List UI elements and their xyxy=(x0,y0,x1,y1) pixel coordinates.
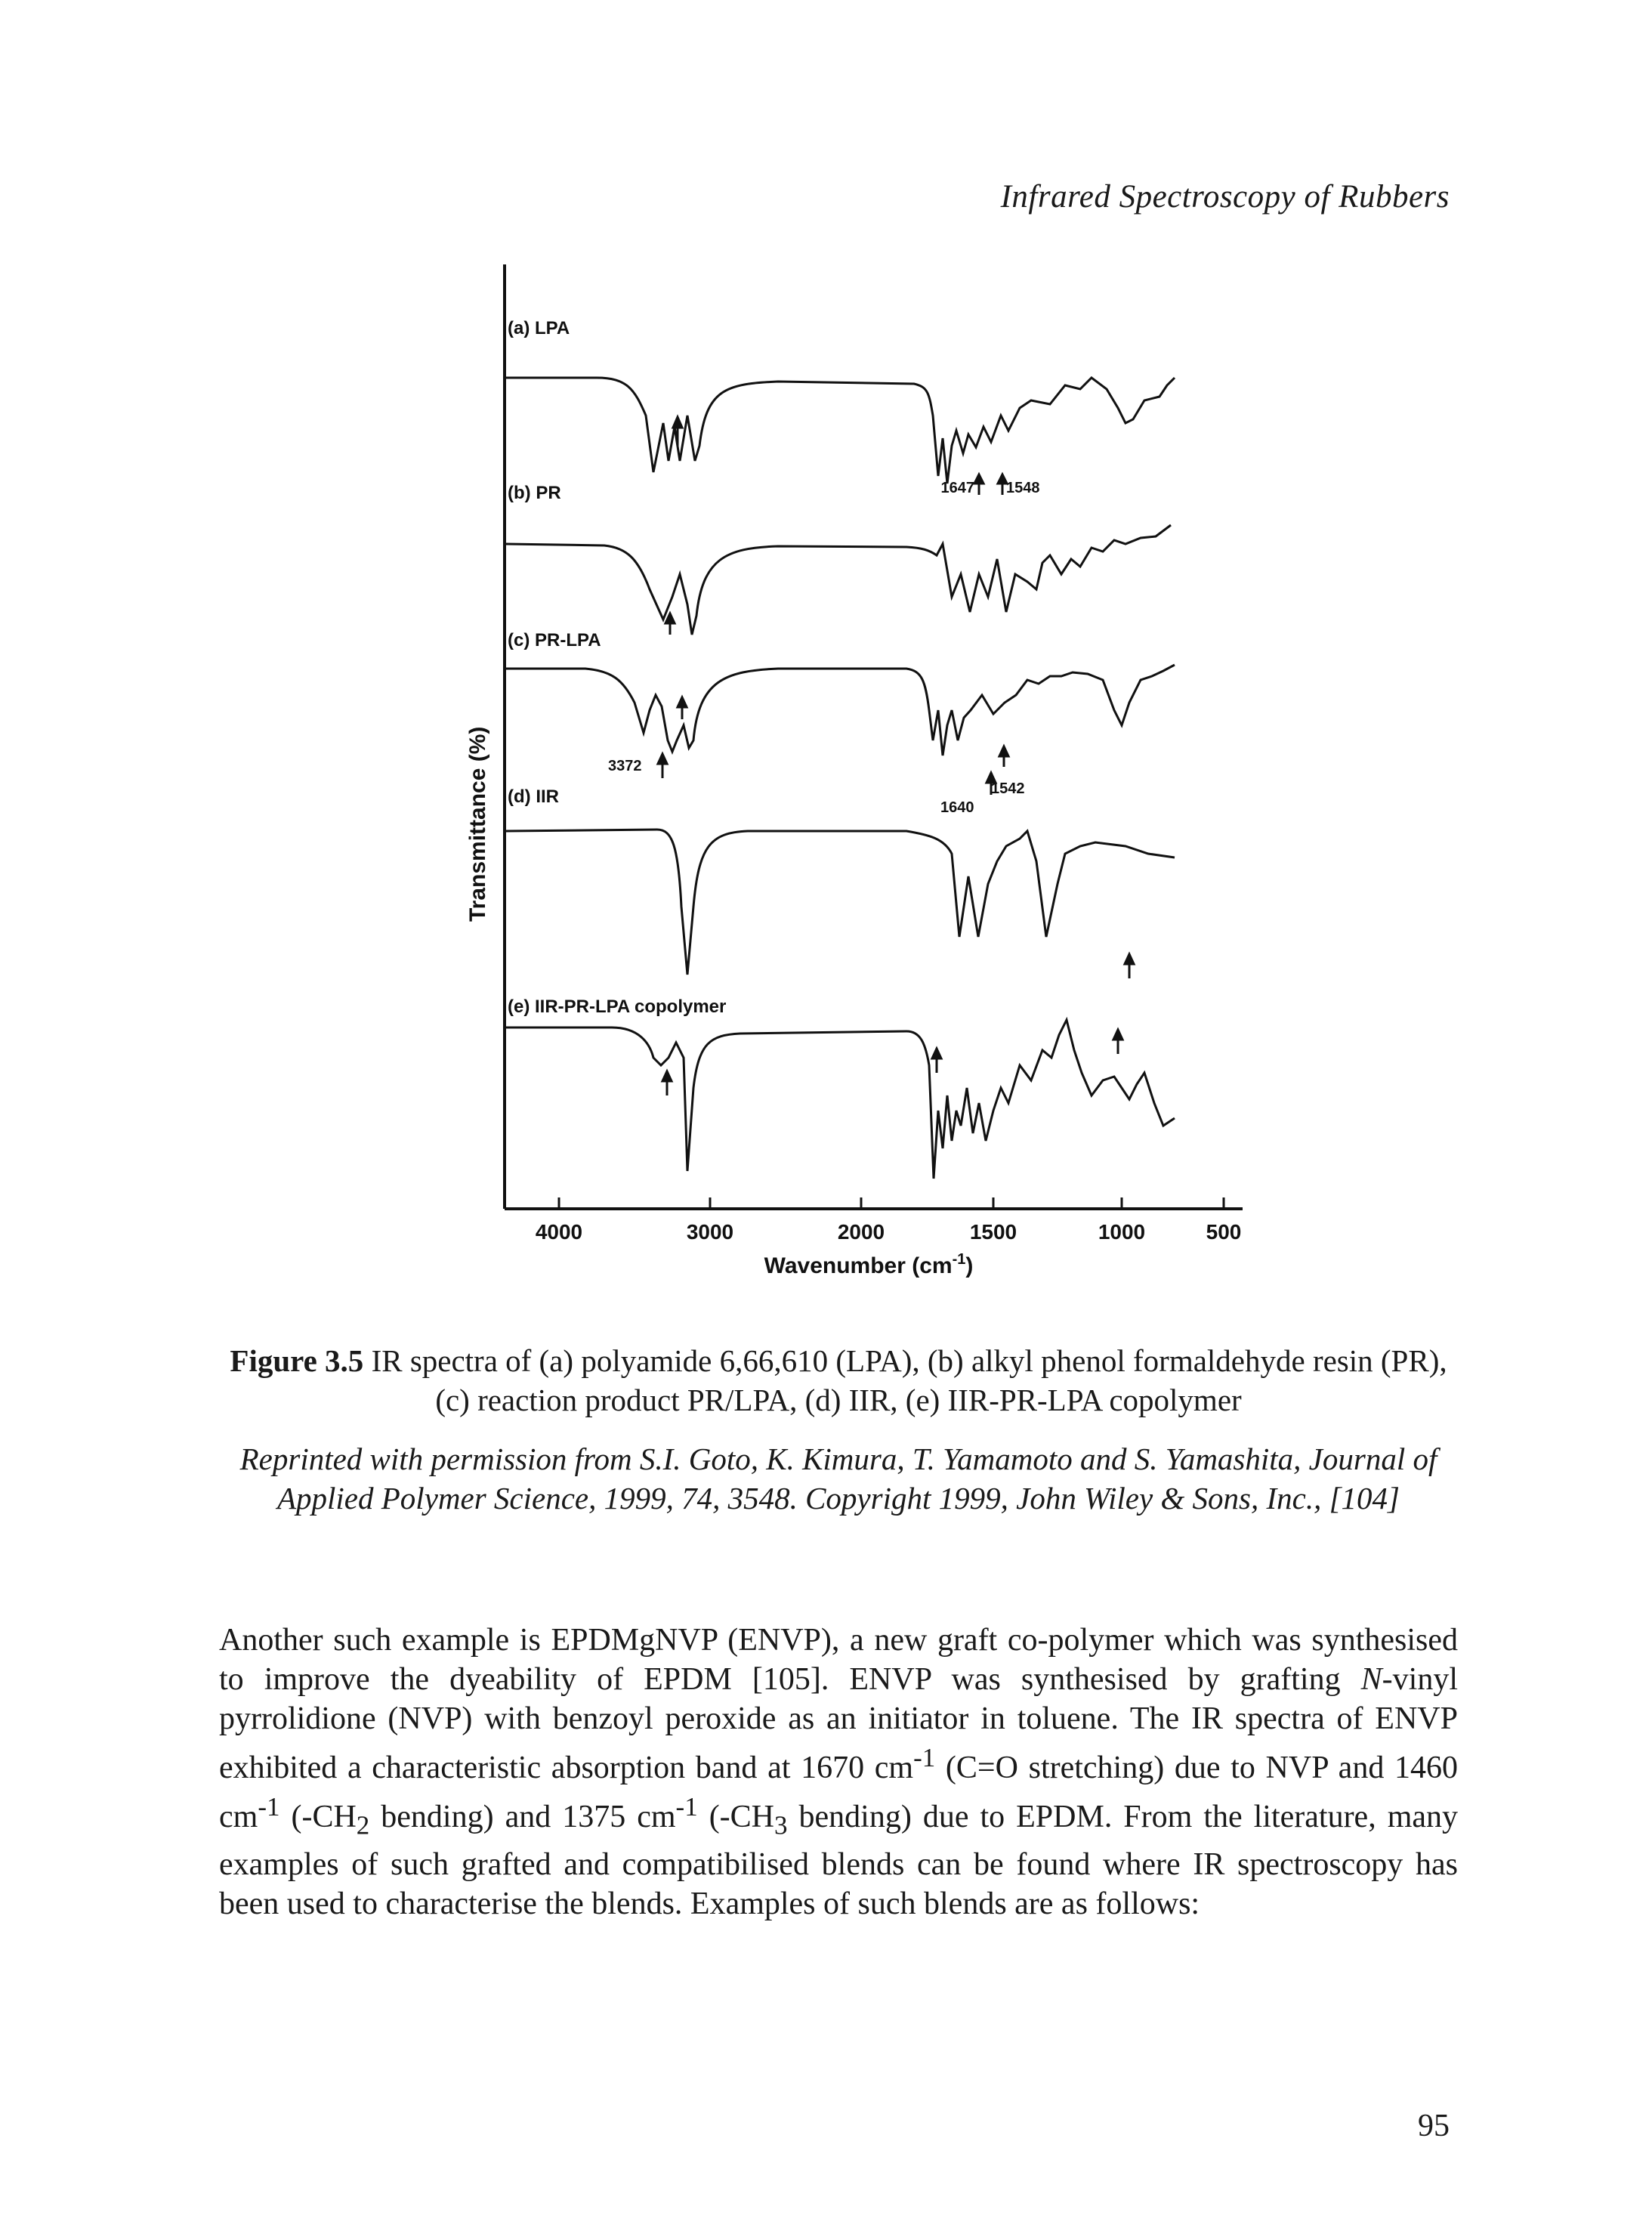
spectrum-e-line xyxy=(506,1016,1175,1179)
spectrum-d-line xyxy=(505,828,1175,975)
ir-spectra-svg: Transmittance (%) 4000 3000 2000 1500 10… xyxy=(465,264,1243,1278)
spectrum-b-line xyxy=(505,524,1172,635)
body-paragraph: Another such example is EPDMgNVP (ENVP),… xyxy=(219,1623,1459,1922)
x-ticks xyxy=(557,1197,1225,1209)
annotation-1647: 1647 xyxy=(941,480,975,496)
figure-caption: Figure 3.5 IR spectra of (a) polyamide 6… xyxy=(219,1341,1458,1420)
spectrum-label-d: (d) IIR xyxy=(508,786,559,807)
y-axis-label: Transmittance (%) xyxy=(465,727,490,922)
annotation-1640: 1640 xyxy=(940,799,974,816)
annotation-1542: 1542 xyxy=(991,780,1025,797)
annotation-3372: 3372 xyxy=(608,758,642,774)
x-tick-4000: 4000 xyxy=(536,1220,582,1244)
figure-credit: Reprinted with permission from S.I. Goto… xyxy=(239,1441,1437,1516)
spectrum-a-line xyxy=(506,376,1176,484)
x-tick-500: 500 xyxy=(1206,1220,1242,1244)
x-axis-label: Wavenumber (cm-1) xyxy=(764,1251,974,1278)
annotation-1548: 1548 xyxy=(1006,480,1040,496)
spectrum-label-a: (a) LPA xyxy=(508,318,570,338)
x-tick-2000: 2000 xyxy=(838,1220,885,1244)
caption-text: IR spectra of (a) polyamide 6,66,610 (LP… xyxy=(363,1343,1447,1417)
x-tick-1000: 1000 xyxy=(1098,1220,1145,1244)
figure-number: Figure 3.5 xyxy=(230,1343,364,1378)
ir-spectra-figure: Transmittance (%) 4000 3000 2000 1500 10… xyxy=(423,257,1314,1299)
x-tick-1500: 1500 xyxy=(970,1220,1017,1244)
peak-arrows xyxy=(656,414,1136,1095)
spectrum-c-line xyxy=(506,663,1175,756)
page-number: 95 xyxy=(1418,2109,1450,2143)
running-head: Infrared Spectroscopy of Rubbers xyxy=(1000,179,1450,215)
spectrum-label-e: (e) IIR-PR-LPA copolymer xyxy=(508,997,726,1017)
spectrum-label-b: (b) PR xyxy=(508,483,561,503)
spectrum-label-c: (c) PR-LPA xyxy=(508,630,601,650)
x-tick-3000: 3000 xyxy=(687,1220,733,1244)
